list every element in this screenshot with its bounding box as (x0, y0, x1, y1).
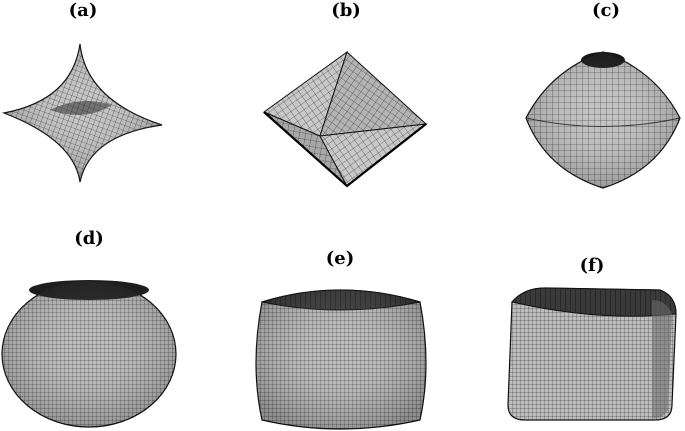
panel-e-shape (255, 289, 427, 430)
panel-c-label: (c) (592, 0, 620, 21)
panel-f-shape (507, 287, 677, 421)
panel-a-label: (a) (68, 0, 98, 21)
panel-a-shape (1, 43, 163, 183)
panel-c-shape (525, 51, 681, 189)
panel-b-shape (262, 50, 428, 188)
panel-e-label: (e) (325, 248, 355, 269)
panel-d-label: (d) (74, 228, 104, 249)
panel-f-label: (f) (579, 255, 605, 276)
panel-d-shape (1, 280, 177, 428)
panel-b-label: (b) (331, 0, 361, 21)
